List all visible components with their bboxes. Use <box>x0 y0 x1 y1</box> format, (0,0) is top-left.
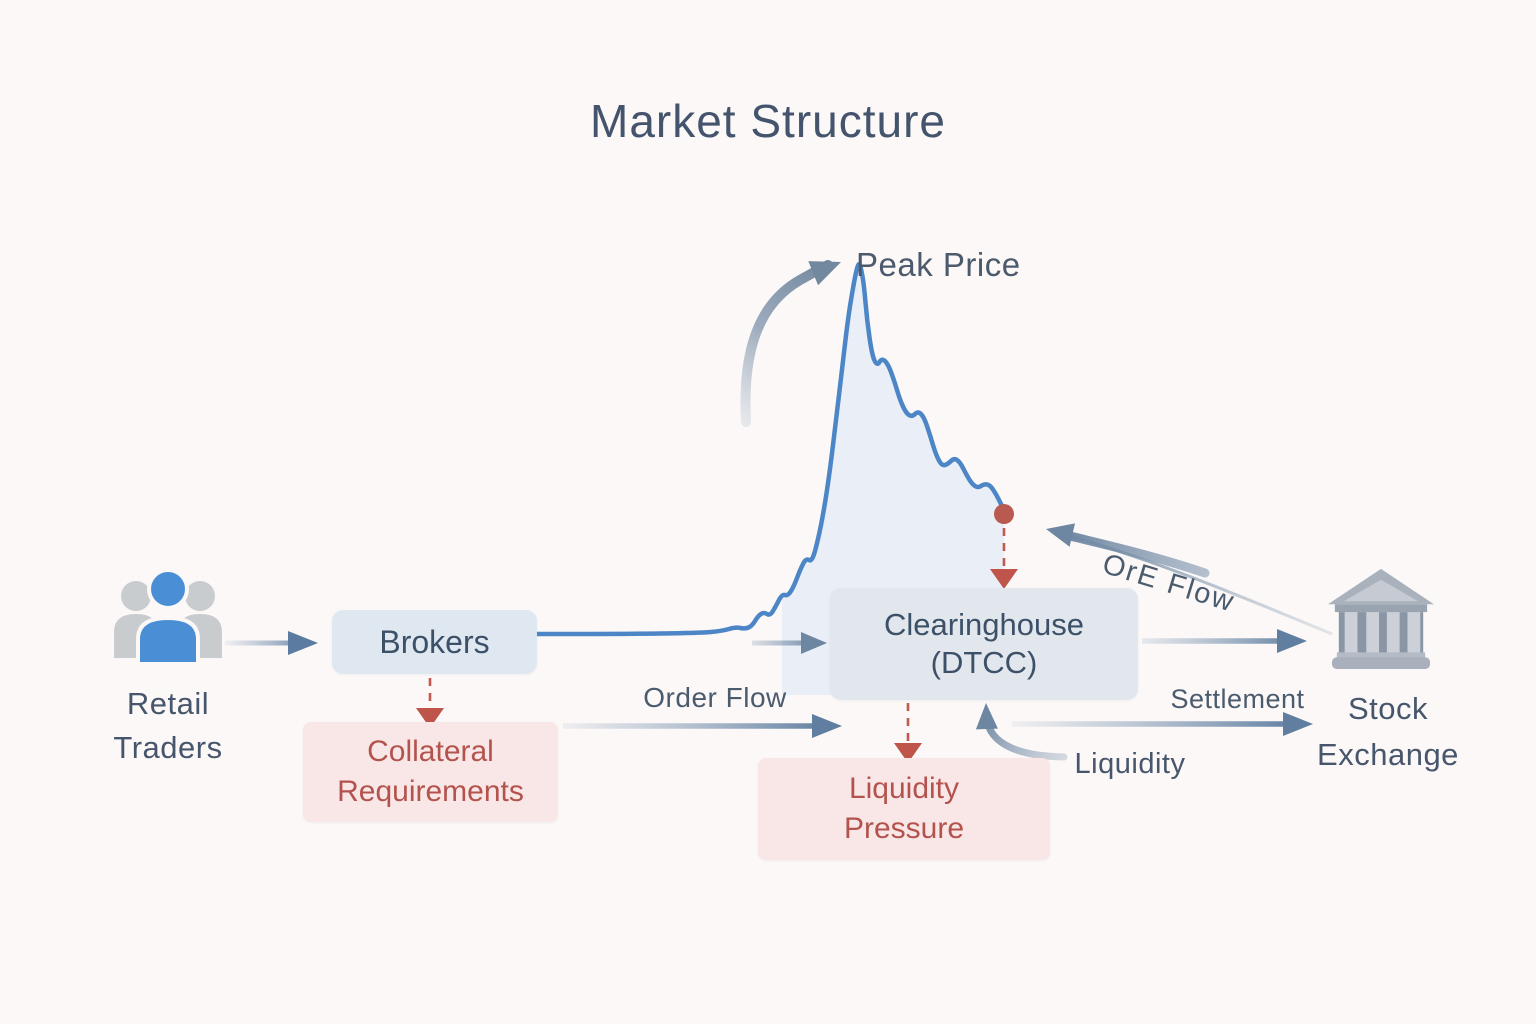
clearing-to-exchange-arrow <box>1142 629 1307 653</box>
clearing-to-liquidity-pressure-dashed-arrow <box>894 703 922 763</box>
collateral-requirements-box: Collateral Requirements <box>303 722 558 822</box>
clearinghouse-node: Clearinghouse (DTCC) <box>830 588 1138 700</box>
dot-to-clearinghouse-dashed-arrow <box>990 528 1018 589</box>
ore-flow-arrow <box>1046 523 1333 636</box>
liquidity-pressure-box: Liquidity Pressure <box>758 758 1050 860</box>
price-line <box>534 262 1007 637</box>
peak-arrow <box>740 260 841 427</box>
brokers-node: Brokers <box>332 610 537 674</box>
retail-to-brokers-arrow <box>225 631 318 655</box>
into-clearinghouse-arrow <box>752 632 827 654</box>
people-group-icon <box>108 566 228 673</box>
stock-exchange-label: Stock Exchange <box>1317 691 1459 772</box>
page-title: Market Structure <box>590 95 946 147</box>
order-flow-arrow <box>563 714 842 738</box>
price-fill <box>782 264 1004 695</box>
peak-price-label: Peak Price <box>856 246 1021 283</box>
brokers-label: Brokers <box>379 623 490 660</box>
liquidity-label: Liquidity <box>1074 748 1186 780</box>
retail-traders-label: Retail Traders <box>113 686 223 765</box>
settlement-arrow <box>1012 712 1313 736</box>
settlement-label: Settlement <box>1170 684 1305 714</box>
brokers-to-collateral-dashed-arrow <box>416 678 444 728</box>
bank-icon <box>1322 565 1440 675</box>
liquidity-arrow <box>975 703 1068 761</box>
price-end-dot <box>994 504 1014 524</box>
order-flow-label: Order Flow <box>643 682 787 713</box>
